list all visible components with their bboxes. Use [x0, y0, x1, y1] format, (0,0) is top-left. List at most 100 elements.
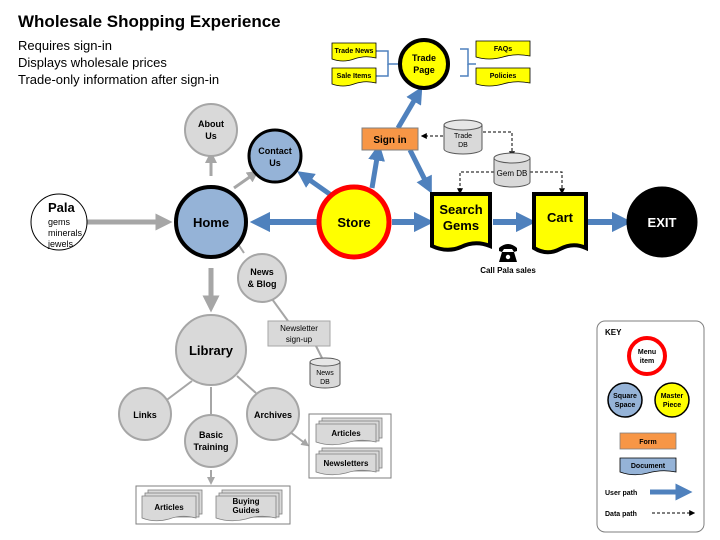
library-node[interactable]: Library	[175, 314, 247, 386]
trade-page-label-1: Trade	[412, 53, 436, 63]
search-gems-label-2: Gems	[443, 218, 479, 233]
exit-node[interactable]: EXIT	[626, 186, 698, 258]
search-gems-label-1: Search	[439, 202, 482, 217]
page-title: Wholesale Shopping Experience	[18, 12, 281, 31]
faqs-doc[interactable]: FAQs	[475, 40, 531, 60]
trade-db: Trade DB	[443, 119, 483, 155]
key-form-label: Form	[639, 439, 657, 446]
search-gems-node[interactable]: Search Gems	[430, 192, 492, 252]
signin-to-tradepage-arrow	[395, 86, 423, 130]
news-to-signup-line	[271, 298, 289, 322]
home-node[interactable]: Home	[174, 185, 248, 259]
news-blog-label-1: News	[250, 267, 274, 277]
buying-guides-doc[interactable]: Buying Guides	[215, 489, 283, 522]
sign-in-label: Sign in	[373, 135, 406, 146]
signin-to-search-arrow	[407, 148, 432, 194]
pala-line-3: jewels	[47, 239, 74, 249]
contact-label-1: Contact	[258, 146, 292, 156]
key-data-path-label: Data path	[605, 511, 637, 518]
buying-guides-label-1: Buying	[232, 497, 259, 506]
subtitle-line-2: Displays wholesale prices	[18, 55, 167, 70]
archives-node[interactable]: Archives	[246, 387, 300, 441]
about-us-node[interactable]: About Us	[184, 103, 238, 157]
trade-page-label-2: Page	[413, 65, 435, 75]
training-label-2: Training	[193, 442, 228, 452]
call-pala-label: Call Pala sales	[480, 266, 536, 275]
pala-line-1: gems	[48, 217, 71, 227]
sale-items-doc[interactable]: Sale Items	[331, 67, 377, 87]
signup-to-newsdb-line	[315, 345, 323, 359]
news-db: News DB	[309, 357, 341, 389]
trade-db-label-2: DB	[458, 142, 468, 149]
news-db-label-2: DB	[320, 379, 330, 386]
gem-db: Gem DB	[493, 152, 531, 188]
key-square-space-swatch	[607, 382, 643, 418]
news-db-label-1: News	[316, 370, 334, 377]
pala-title: Pala	[48, 200, 76, 215]
archives-label: Archives	[254, 410, 292, 420]
key-legend: KEY Menu item Square Space Master Piece …	[596, 320, 705, 533]
library-to-archives-line	[236, 375, 257, 394]
key-menu-item-swatch	[627, 336, 667, 376]
policies-label: Policies	[490, 73, 517, 80]
key-square-space-label-2: Space	[615, 402, 636, 409]
cart-label: Cart	[547, 210, 574, 225]
key-document-label: Document	[631, 463, 666, 470]
sign-in-form[interactable]: Sign in	[361, 127, 419, 151]
trade-db-label-1: Trade	[454, 133, 472, 140]
key-user-path-label: User path	[605, 490, 637, 497]
subtitle-line-1: Requires sign-in	[18, 38, 112, 53]
home-label: Home	[193, 215, 229, 230]
key-master-piece-label-1: Master	[661, 393, 684, 400]
archive-articles-label: Articles	[331, 429, 361, 438]
links-node[interactable]: Links	[118, 387, 172, 441]
pala-node: Pala gems minerals jewels	[30, 193, 88, 251]
newsletters-doc[interactable]: Newsletters	[315, 447, 383, 476]
store-to-contact-arrow	[297, 171, 333, 198]
archives-to-docs-arrow	[289, 431, 310, 447]
library-articles-doc[interactable]: Articles	[141, 489, 203, 522]
subtitle-line-3: Trade-only information after sign-in	[18, 72, 220, 87]
links-label: Links	[133, 410, 157, 420]
exit-label: EXIT	[648, 215, 677, 230]
archive-articles-doc[interactable]: Articles	[315, 417, 383, 446]
key-master-piece-label-2: Piece	[663, 402, 681, 409]
buying-guides-label-2: Guides	[232, 506, 260, 515]
training-label-1: Basic	[199, 430, 223, 440]
library-label: Library	[189, 343, 234, 358]
key-document-swatch	[619, 457, 677, 476]
archive-documents-group: Articles Newsletters	[308, 413, 392, 479]
key-master-piece-swatch	[654, 382, 690, 418]
basic-training-node[interactable]: Basic Training	[184, 414, 238, 468]
key-title: KEY	[605, 328, 622, 337]
trade-page-connectors	[376, 48, 476, 77]
policies-doc[interactable]: Policies	[475, 67, 531, 87]
key-form-swatch	[619, 432, 677, 450]
library-to-links-line	[163, 380, 193, 403]
newsletters-label: Newsletters	[324, 459, 369, 468]
trade-news-doc[interactable]: Trade News	[331, 42, 377, 62]
news-blog-label-2: & Blog	[248, 279, 277, 289]
signup-label-2: sign-up	[286, 335, 313, 344]
sale-items-label: Sale Items	[337, 73, 372, 80]
trade-page-node[interactable]: Trade Page	[398, 38, 450, 90]
gem-db-label: Gem DB	[497, 169, 528, 178]
news-blog-node[interactable]: News & Blog	[237, 253, 287, 303]
home-to-contact-arrow	[233, 170, 259, 190]
library-articles-label: Articles	[154, 503, 184, 512]
store-to-signin-arrow	[368, 143, 385, 189]
trade-news-label: Trade News	[335, 48, 374, 55]
blue-arrows	[249, 86, 633, 233]
key-menu-item-label-1: Menu	[638, 349, 656, 356]
data-paths	[420, 131, 565, 195]
store-node[interactable]: Store	[316, 184, 392, 260]
library-documents-group: Articles Buying Guides	[135, 485, 291, 525]
newsletter-signup-form[interactable]: Newsletter sign-up	[267, 320, 331, 347]
store-label: Store	[337, 215, 370, 230]
contact-us-node[interactable]: Contact Us	[247, 128, 303, 184]
about-label-2: Us	[205, 131, 217, 141]
phone-icon	[499, 244, 517, 262]
cart-node[interactable]: Cart	[532, 192, 588, 255]
